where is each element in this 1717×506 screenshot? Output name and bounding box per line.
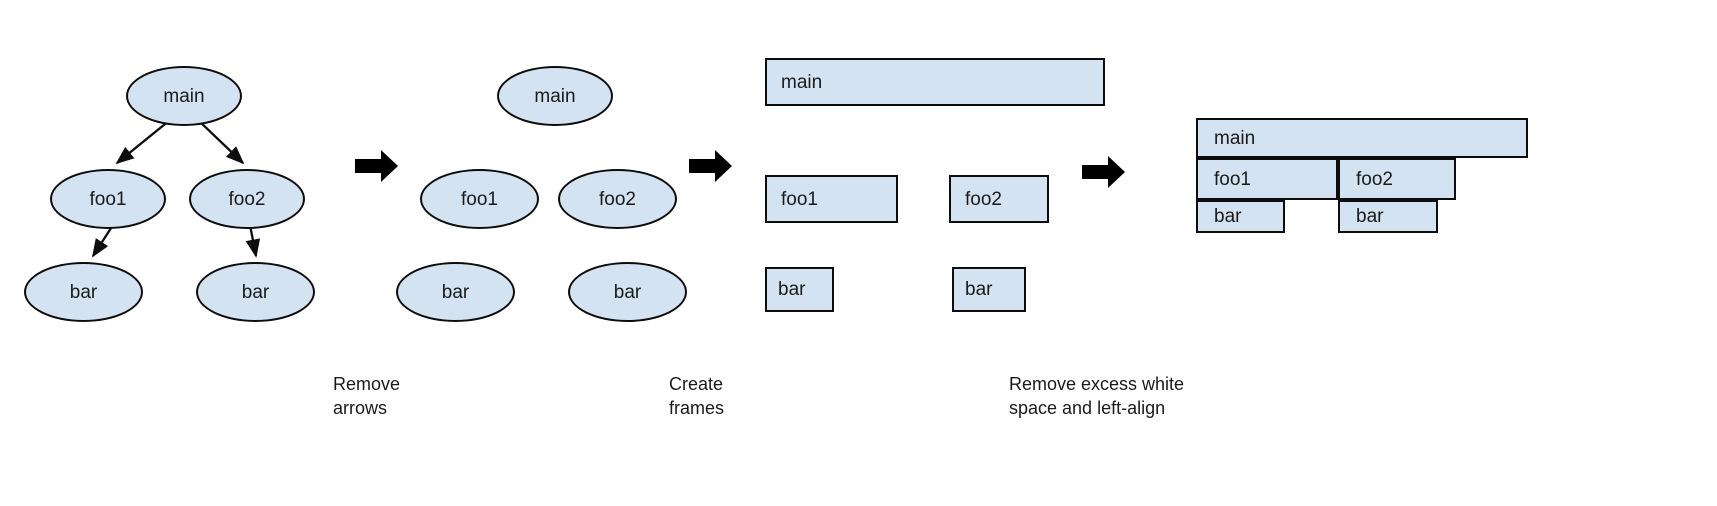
frame-label: main [781, 71, 823, 93]
step-arrow-1-icon [355, 150, 398, 182]
node-foo1-no-arrows[interactable]: foo1 [420, 169, 539, 229]
edge-foo1-to-bar1 [92, 224, 114, 258]
caption-remove-white-space: Remove excess white space and left-align [1009, 374, 1185, 419]
node-label: foo1 [89, 188, 127, 210]
node-main-no-arrows[interactable]: main [497, 66, 613, 126]
node-label: bar [441, 281, 470, 303]
caption-create-frames: Create frames [669, 374, 725, 419]
packed-frame-bar2[interactable]: bar [1338, 200, 1438, 233]
frame-label: foo1 [1214, 168, 1251, 190]
frame-label: foo2 [1356, 168, 1393, 190]
node-foo1-tree[interactable]: foo1 [50, 169, 166, 229]
frame-bar2[interactable]: bar [952, 267, 1026, 312]
node-foo2-tree[interactable]: foo2 [189, 169, 305, 229]
node-label: main [534, 85, 576, 107]
packed-frame-main[interactable]: main [1196, 118, 1528, 158]
edge-main-to-foo2 [197, 119, 245, 165]
edge-main-to-foo1 [115, 119, 171, 165]
frame-foo1[interactable]: foo1 [765, 175, 898, 223]
node-bar1-tree[interactable]: bar [24, 262, 143, 322]
frame-label: main [1214, 127, 1256, 149]
frame-main[interactable]: main [765, 58, 1105, 106]
packed-frame-foo2[interactable]: foo2 [1338, 158, 1456, 200]
packed-frame-foo1[interactable]: foo1 [1196, 158, 1338, 200]
frame-foo2[interactable]: foo2 [949, 175, 1049, 223]
node-foo2-no-arrows[interactable]: foo2 [558, 169, 677, 229]
frame-label: foo2 [965, 188, 1002, 210]
node-label: foo2 [228, 188, 266, 210]
node-label: foo2 [599, 188, 636, 210]
frame-label: bar [1356, 206, 1384, 227]
node-bar1-no-arrows[interactable]: bar [396, 262, 515, 322]
node-main-tree[interactable]: main [126, 66, 242, 126]
step-arrow-2-icon [689, 150, 732, 182]
frame-label: bar [778, 279, 806, 300]
packed-frame-bar1[interactable]: bar [1196, 200, 1285, 233]
node-label: foo1 [461, 188, 498, 210]
node-bar2-tree[interactable]: bar [196, 262, 315, 322]
frame-label: foo1 [781, 188, 818, 210]
frame-label: bar [965, 279, 993, 300]
frame-label: bar [1214, 206, 1242, 227]
edge-foo2-to-bar2 [245, 224, 261, 258]
node-label: main [163, 85, 205, 107]
step-arrow-3-icon [1082, 156, 1125, 188]
node-label: bar [69, 281, 98, 303]
frame-bar1[interactable]: bar [765, 267, 834, 312]
node-label: bar [241, 281, 270, 303]
node-label: bar [613, 281, 642, 303]
caption-remove-arrows: Remove arrows [333, 374, 401, 419]
node-bar2-no-arrows[interactable]: bar [568, 262, 687, 322]
